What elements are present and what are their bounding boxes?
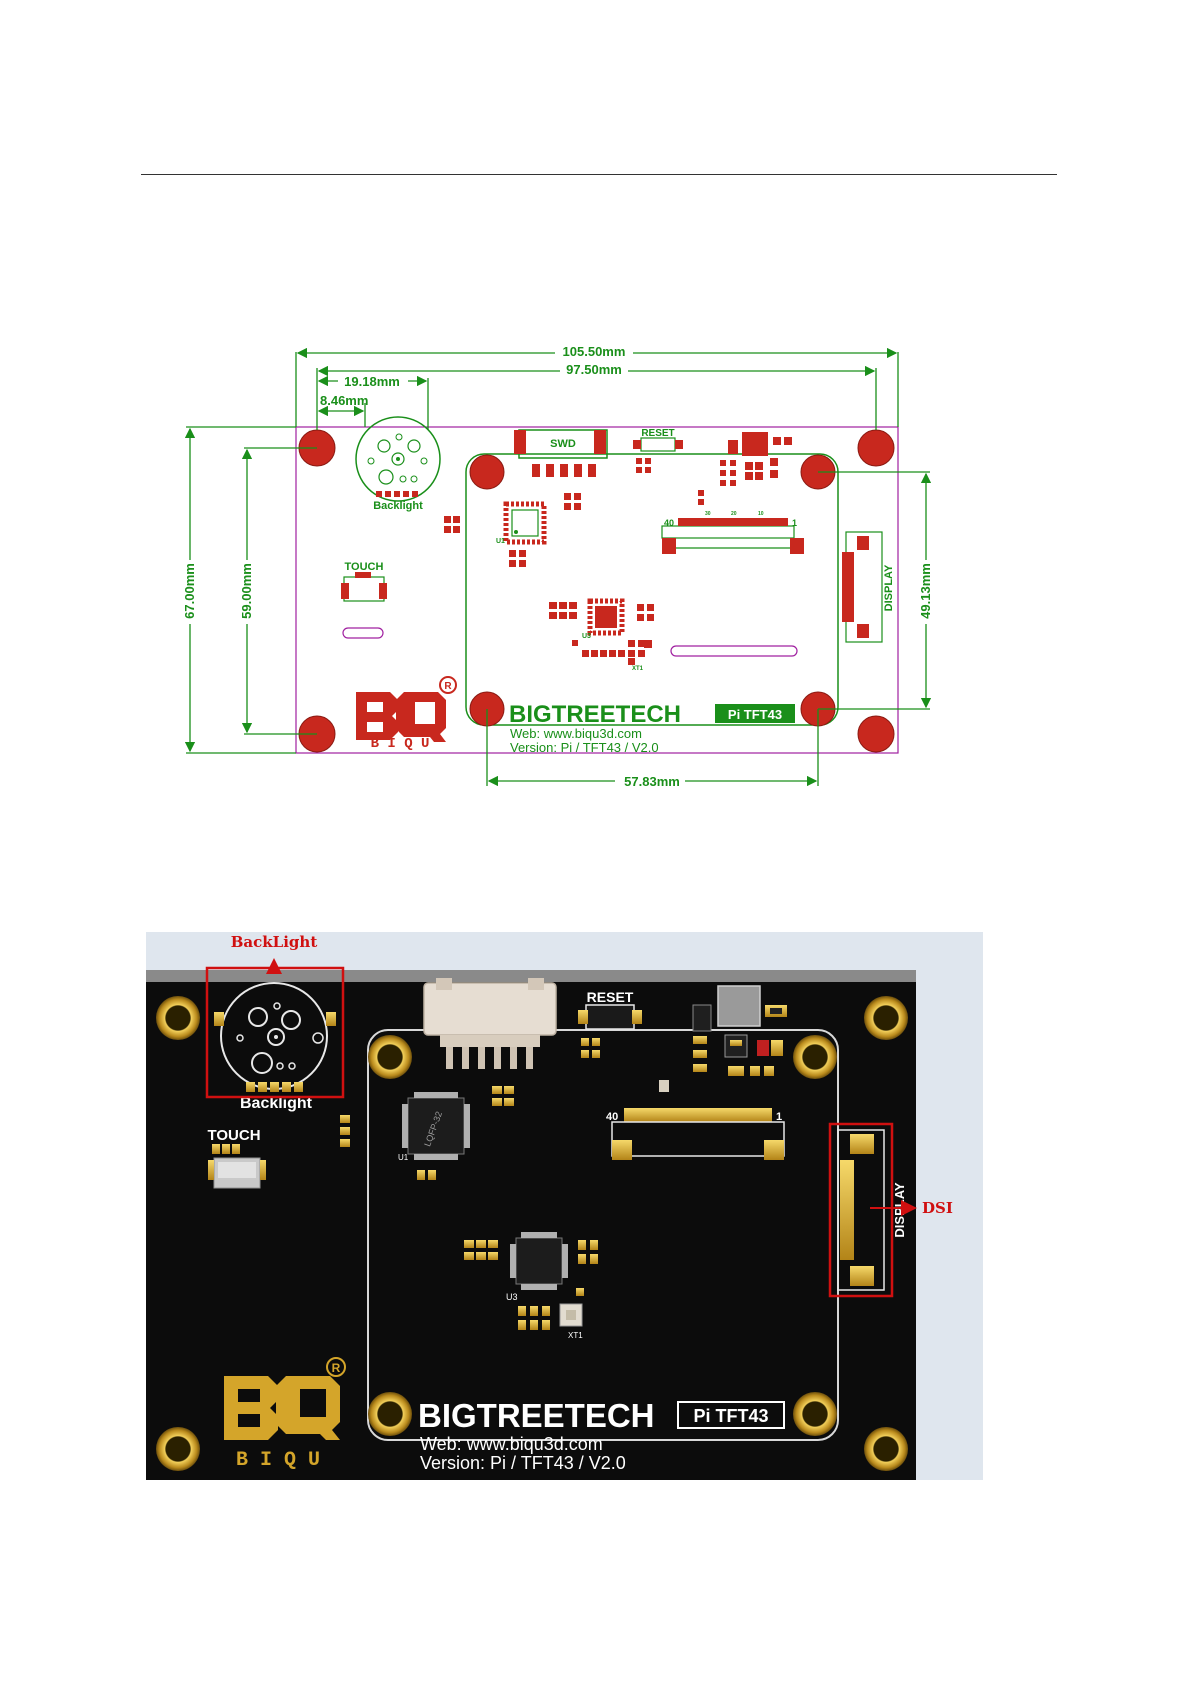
biqu-logo-sub: B I Q U	[371, 736, 430, 752]
photo-backlight-connector	[214, 982, 336, 1092]
u3-chip-footprint	[549, 598, 654, 665]
dimension-drawing: Backlight SWD RESET	[182, 344, 934, 789]
photo-u1-chip	[340, 1086, 514, 1180]
model-badge-photo-box	[677, 1401, 785, 1429]
dim-backlight-offset: 19.18mm	[344, 374, 400, 389]
model-badge-drawing: Pi TFT43	[728, 707, 782, 722]
module-outline	[465, 453, 839, 726]
backlight-connector	[355, 416, 441, 502]
photo-fpc-pin-40: 40	[606, 1111, 618, 1123]
reset-button-footprint	[633, 437, 683, 473]
dim-display-height: 49.13mm	[918, 563, 933, 619]
photo-reset-label: RESET	[587, 989, 634, 1005]
brand-text-drawing: BIGTREETECH	[509, 701, 681, 728]
power-component-cluster	[698, 432, 792, 505]
photo-u3-label: U3	[506, 1292, 518, 1302]
dim-display-width: 57.83mm	[624, 774, 680, 789]
version-text-drawing: Version: Pi / TFT43 / V2.0	[510, 740, 659, 755]
display-connector-footprint	[842, 531, 883, 643]
touch-label: TOUCH	[345, 561, 384, 573]
biqu-logo-photo: R	[224, 1357, 346, 1440]
photo-display-connector	[837, 1129, 885, 1291]
u1-label: U1	[496, 538, 505, 545]
fpc-pin-10-label: 10	[758, 511, 764, 517]
photo-reset-button	[578, 1004, 642, 1058]
swd-connector	[514, 429, 608, 477]
photo-touch-label: TOUCH	[207, 1127, 260, 1144]
model-badge-photo: Pi TFT43	[693, 1406, 768, 1426]
fpc-pin-1-label: 1	[792, 518, 797, 528]
photo-dhole-tr	[793, 1035, 837, 1079]
dim-overall-height: 67.00mm	[182, 563, 197, 619]
web-text-drawing: Web: www.biqu3d.com	[510, 726, 642, 741]
dsi-annotation: DSI	[922, 1199, 953, 1217]
photo-power-cluster	[659, 985, 787, 1092]
mount-hole-tr	[857, 429, 895, 467]
photo-hole-bl	[156, 1427, 200, 1471]
brand-text-photo: BIGTREETECH	[418, 1397, 655, 1434]
photo-xt1-label: XT1	[568, 1331, 583, 1340]
pcb-board	[146, 982, 916, 1480]
svg-text:R: R	[332, 1361, 341, 1375]
backlight-highlight-box	[205, 966, 345, 1099]
u1-chip-footprint	[444, 493, 581, 567]
version-text-photo: Version: Pi / TFT43 / V2.0	[420, 1453, 626, 1473]
u3-label: U3	[582, 633, 591, 640]
backlight-label: Backlight	[373, 500, 423, 512]
fpc-pin-40-label: 40	[664, 518, 674, 528]
photo-u3-chip	[464, 1232, 598, 1330]
photo-hole-tr	[864, 996, 908, 1040]
dim-mount-height: 59.00mm	[239, 563, 254, 619]
board-outline	[295, 426, 899, 754]
mount-hole-br	[857, 715, 895, 753]
photo-dhole-tl	[368, 1035, 412, 1079]
photo-hole-tl	[156, 996, 200, 1040]
photo-hole-br	[864, 1427, 908, 1471]
fpc-pin-30-label: 30	[705, 511, 711, 517]
swd-label: SWD	[550, 438, 576, 450]
display-hole-tl	[469, 454, 505, 490]
reset-label: RESET	[641, 428, 674, 439]
photo-swd-connector	[423, 978, 557, 1069]
web-text-photo: Web: www.biqu3d.com	[420, 1434, 603, 1454]
biqu-logo-drawing: R	[356, 676, 457, 742]
photo-backlight-label: Backlight	[240, 1095, 313, 1112]
dim-mount-width: 97.50mm	[566, 362, 622, 377]
dim-backlight-hole: 8.46mm	[320, 393, 368, 408]
display-label: DISPLAY	[883, 564, 895, 611]
backlight-annotation: BackLight	[231, 933, 318, 951]
photo-display-label: DISPLAY	[892, 1182, 907, 1237]
photo-fpc-pin-1: 1	[776, 1111, 782, 1123]
dsi-highlight-box	[828, 1122, 894, 1298]
photo-chip-marking: LQFP-32	[422, 1110, 444, 1148]
model-badge-drawing-box	[715, 704, 795, 723]
photo-fpc-40pin	[611, 1108, 785, 1160]
dim-overall-width: 105.50mm	[563, 344, 626, 359]
touch-connector-footprint	[341, 572, 387, 639]
fpc-40pin-footprint	[661, 518, 804, 554]
header-rule	[141, 174, 1057, 175]
biqu-logo-photo-sub: B I Q U	[236, 1449, 320, 1472]
photo-dhole-br	[793, 1392, 837, 1436]
photo-touch-connector	[208, 1144, 266, 1189]
photo-module-outline	[367, 1029, 839, 1441]
xt1-label: XT1	[632, 666, 644, 672]
display-slot	[670, 645, 798, 657]
photo-u1-label: U1	[398, 1153, 409, 1162]
fpc-pin-20-label: 20	[731, 511, 737, 517]
photo-dhole-bl	[368, 1392, 412, 1436]
svg-text:R: R	[444, 681, 452, 692]
